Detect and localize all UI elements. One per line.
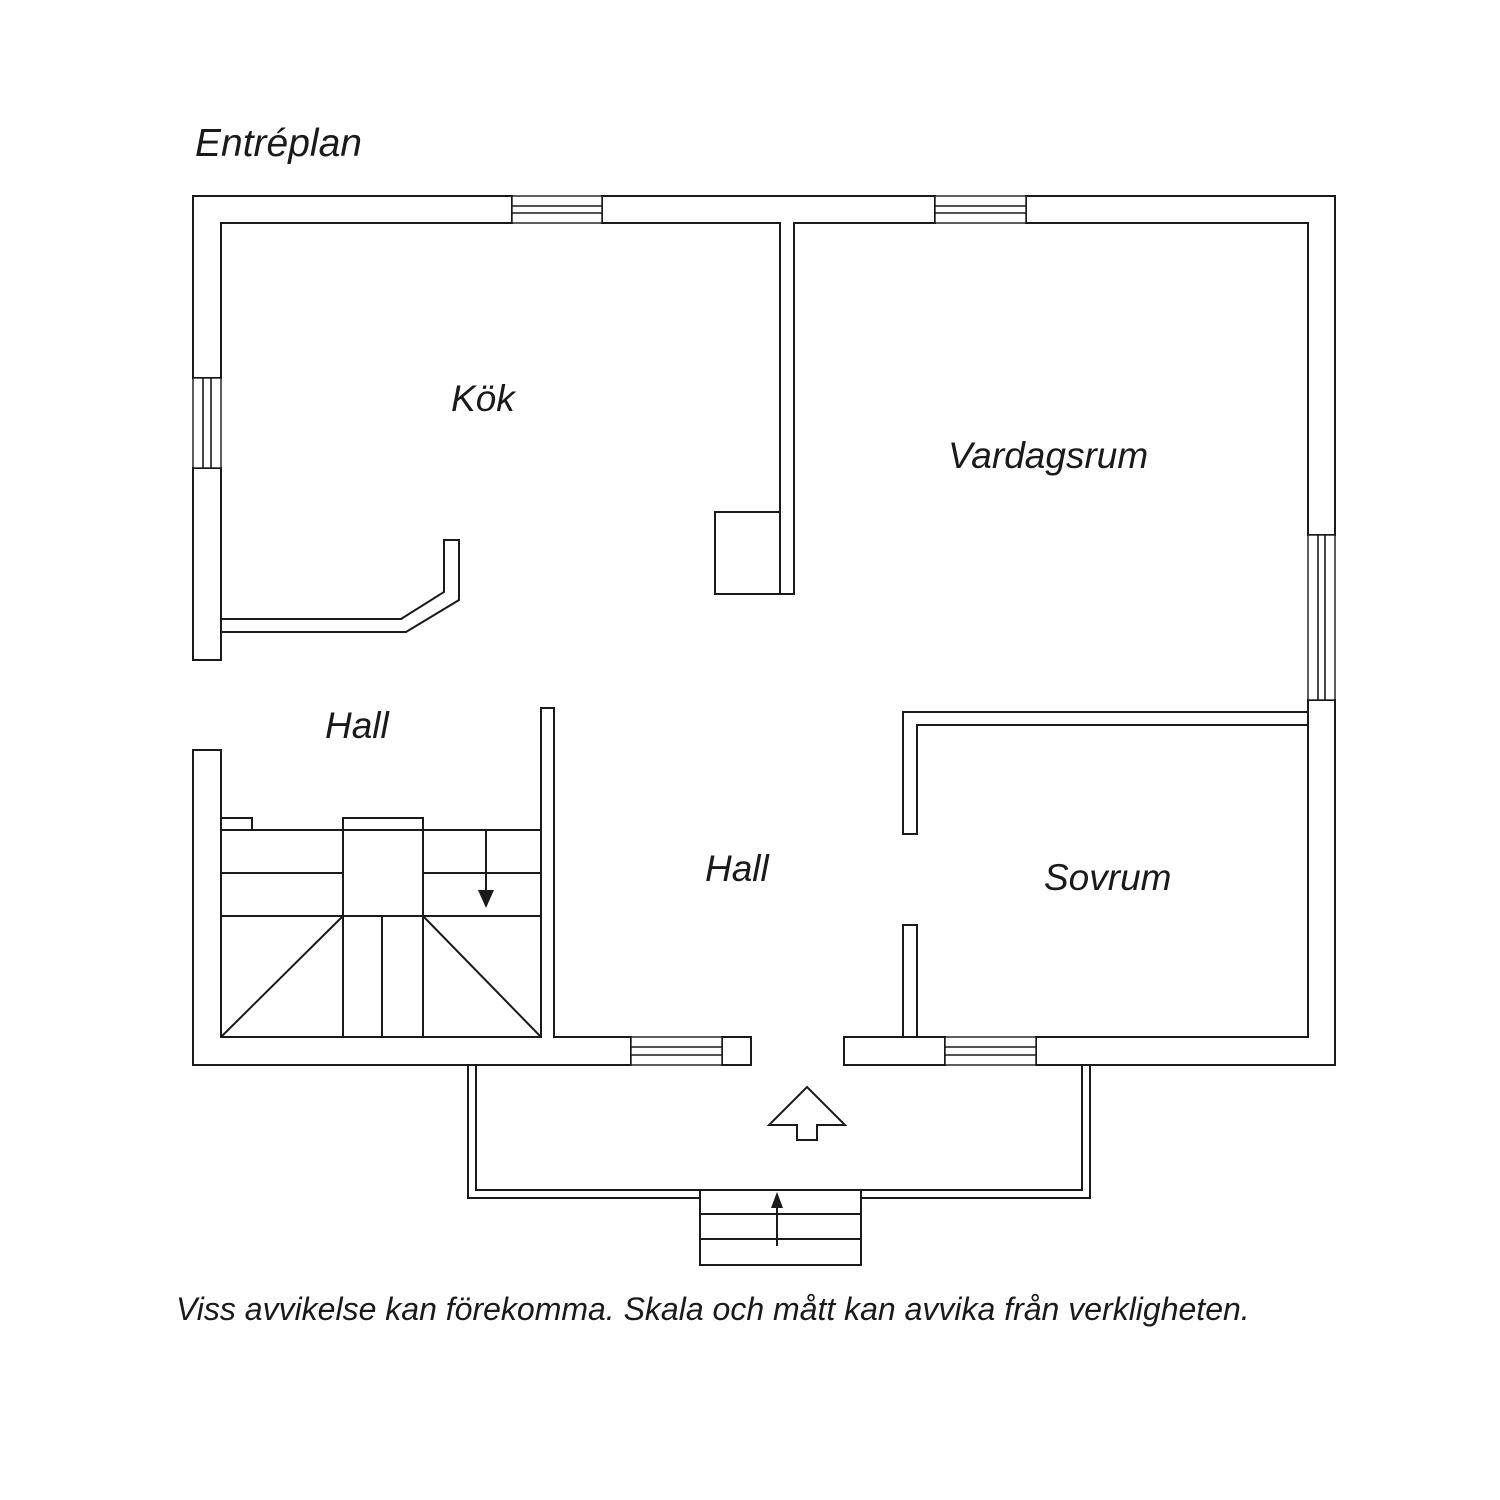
disclaimer: Viss avvikelse kan förekomma. Skala och … [176,1291,1250,1327]
entry-porch [467,1065,1091,1266]
room-label-hall-upper: Hall [325,705,391,746]
interior-walls [220,511,1309,1038]
window-top-living [934,195,1027,224]
room-label-living-room: Vardagsrum [948,435,1148,476]
staircase [220,817,542,1038]
room-label-kitchen: Kök [451,378,517,419]
stair-direction-arrow-icon [478,830,494,908]
room-label-hall-center: Hall [705,848,771,889]
window-left-kitchen [192,377,222,469]
window-bottom-hall [630,1036,723,1066]
windows [192,195,1336,1066]
window-top-kitchen [511,195,603,224]
entry-steps [699,1189,862,1266]
window-right-living [1307,534,1336,701]
entrance-arrow-icon [766,1085,848,1141]
exterior-walls [192,195,1336,1066]
window-bottom-bedroom [944,1036,1037,1066]
room-label-bedroom: Sovrum [1044,857,1171,898]
plan-title: Entréplan [195,122,362,165]
